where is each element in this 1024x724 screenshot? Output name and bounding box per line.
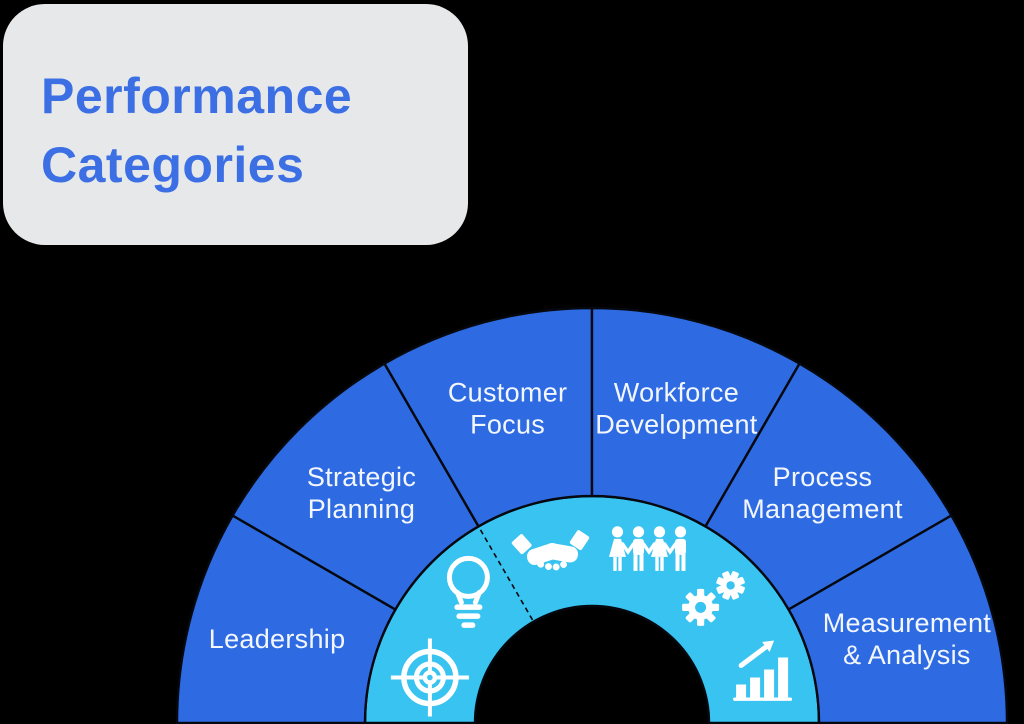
gears-icon — [682, 571, 745, 626]
handshake-icon — [511, 530, 590, 571]
lightbulb-icon — [446, 555, 490, 628]
target-icon — [390, 638, 469, 717]
page-title: Performance Categories — [41, 68, 353, 193]
people-icon — [609, 526, 687, 571]
segment-label-measurement-analysis: Measurement& Analysis — [823, 608, 992, 670]
bar-chart-icon — [733, 640, 793, 701]
title-card: Performance Categories — [3, 4, 468, 245]
segment-label-leadership: Leadership — [209, 624, 346, 654]
